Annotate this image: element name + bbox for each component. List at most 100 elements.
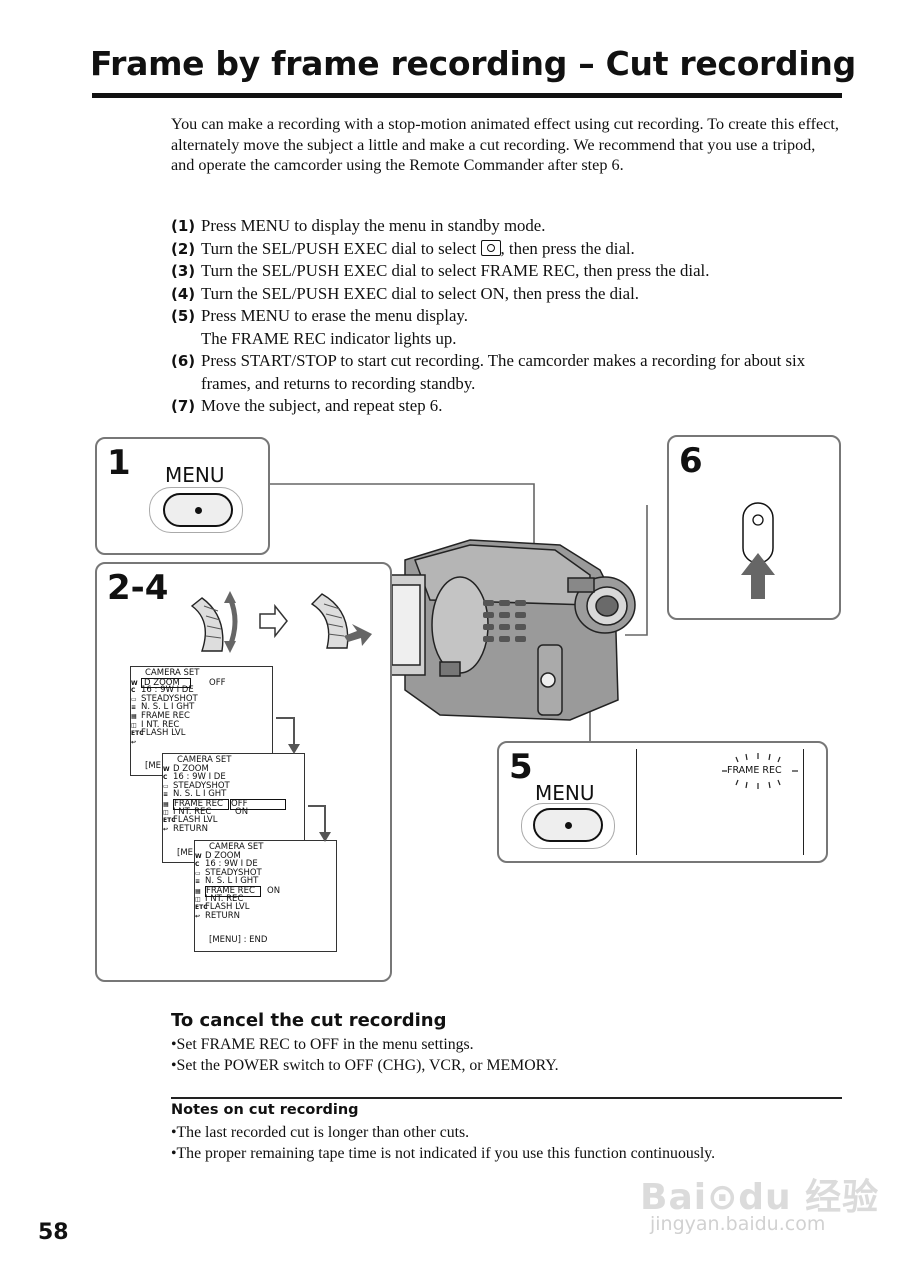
menu-item: N. S. L I GHT <box>173 789 227 800</box>
tape-icon: ▭ <box>195 869 201 877</box>
camera-icon: C <box>163 774 168 782</box>
step-number: (3) <box>171 262 196 280</box>
menu-row: ETCFLASH LVL <box>131 729 272 738</box>
watermark-logo: Bai⊙du 经验 <box>640 1177 880 1218</box>
frame-rec-label: FRAME REC <box>727 765 782 776</box>
menu-option: ON <box>235 806 249 817</box>
menu-row: C 16 : 9W I DE <box>163 773 304 782</box>
return-icon: ↩ <box>195 912 201 920</box>
page-number: 58 <box>38 1220 69 1245</box>
w-icon: W <box>163 765 170 773</box>
briefcase-icon: ◫ <box>163 808 169 816</box>
menu-item: FRAME REC <box>173 798 229 810</box>
page-title: Frame by frame recording – Cut recording <box>90 44 856 83</box>
frame-rec-indicator: FRAME REC <box>727 765 782 776</box>
menu-item: 16 : 9W I DE <box>205 859 258 870</box>
blink-rays-icon <box>722 753 798 789</box>
settings-icon: ≡ <box>131 704 137 712</box>
menu-item: FLASH LVL <box>141 728 186 739</box>
step-5: (5)Press MENU to erase the menu display.… <box>171 305 851 350</box>
menu-item: 16 : 9W I DE <box>173 772 226 783</box>
menu-item: STEADYSHOT <box>173 780 230 791</box>
notes-bullets: •The last recorded cut is longer than ot… <box>171 1122 851 1164</box>
menu-row: ≡N. S. L I GHT <box>195 877 336 886</box>
menu-item: FLASH LVL <box>205 902 250 913</box>
menu-row: ▭ STEADYSHOT <box>131 693 272 704</box>
settings-icon: ≡ <box>163 791 169 799</box>
step-arrows <box>276 717 331 842</box>
panel-step-5: 5 MENU FRAME REC <box>497 741 828 863</box>
menu-button-housing <box>149 487 243 533</box>
menu-item: FRAME REC <box>205 885 261 897</box>
step-1: (1) Press MENU to display the menu in sta… <box>171 215 851 238</box>
return-icon: ↩ <box>163 825 169 833</box>
menu-row: ETCFLASH LVL <box>163 816 304 825</box>
watermark-url: jingyan.baidu.com <box>650 1213 826 1235</box>
menu-item: D ZOOM <box>173 763 209 774</box>
tape-icon: ▭ <box>131 695 137 703</box>
menu-row: C 16 : 9W I DE <box>195 860 336 869</box>
grid-icon: ▦ <box>195 887 201 895</box>
step-text: Press MENU to display the menu in standb… <box>201 216 546 235</box>
step-text-2: The FRAME REC indicator lights up. <box>201 328 457 348</box>
step-4: (4)Turn the SEL/PUSH EXEC dial to select… <box>171 283 851 306</box>
panel-step-1: 1 MENU <box>95 437 270 555</box>
menu-item: RETURN <box>205 910 240 921</box>
menu-row: ▭ STEADYSHOT <box>163 780 304 791</box>
menu-row: ↩ <box>131 738 272 747</box>
step-text: Turn the SEL/PUSH EXEC dial to select FR… <box>201 261 710 280</box>
step-number: (5) <box>171 307 196 325</box>
menu-item: N. S. L I GHT <box>141 702 195 713</box>
step-text: , then press the dial. <box>500 238 635 258</box>
menu-item: STEADYSHOT <box>205 867 262 878</box>
step-number: (7) <box>171 397 196 415</box>
menu-item: 16 : 9W I DE <box>141 685 194 696</box>
step-number: (4) <box>171 284 196 303</box>
menu-button[interactable] <box>533 808 603 842</box>
w-icon: W <box>131 679 138 687</box>
bullet-item: •The proper remaining tape time is not i… <box>171 1145 716 1162</box>
menu-header: CAMERA SET <box>209 842 264 852</box>
camera-icon: C <box>131 687 136 695</box>
step-number: (1) <box>171 217 196 235</box>
viewfinder-screen: FRAME REC <box>636 749 804 855</box>
menu-button[interactable] <box>163 493 233 527</box>
w-icon: W <box>195 852 202 860</box>
menu-item: D ZOOM <box>141 677 191 689</box>
title-rule <box>92 93 842 98</box>
camcorder-illustration <box>384 539 636 721</box>
notes-heading: Notes on cut recording <box>171 1102 359 1118</box>
menu-item: STEADYSHOT <box>141 693 198 704</box>
tape-icon: ▭ <box>163 782 169 790</box>
step-text: Turn the SEL/PUSH EXEC dial to select <box>201 238 481 258</box>
menu-row: C 16 : 9W I DE <box>131 686 272 695</box>
step-7: (7) Move the subject, and repeat step 6. <box>171 395 851 418</box>
steps-list: (1) Press MENU to display the menu in sta… <box>171 215 851 418</box>
etc-icon: ETC <box>131 730 144 738</box>
etc-icon: ETC <box>163 817 176 825</box>
intro-paragraph: You can make a recording with a stop-mot… <box>171 115 839 174</box>
menu-header: CAMERA SET <box>177 755 232 765</box>
menu-row: ETCFLASH LVL <box>195 903 336 912</box>
menu-row: ◫I NT. REC <box>195 894 336 904</box>
menu-footer: [ME <box>177 848 194 859</box>
panel-number: 1 <box>107 443 131 483</box>
return-icon: ↩ <box>131 738 137 746</box>
menu-label: MENU <box>165 463 225 487</box>
panel-number: 6 <box>679 441 703 481</box>
menu-item: I NT. REC <box>173 806 212 817</box>
menu-row: ↩RETURN <box>163 824 304 834</box>
camera-icon: C <box>195 861 200 869</box>
menu-row: ▦FRAME REC <box>131 712 272 721</box>
briefcase-icon: ◫ <box>195 895 201 903</box>
step-number: (2) <box>171 239 196 258</box>
menu-item: FLASH LVL <box>173 815 218 826</box>
step-6: (6)Press START/STOP to start cut recordi… <box>171 350 851 395</box>
step-text: Move the subject, and repeat step 6. <box>201 396 443 415</box>
start-stop-button-icon[interactable] <box>729 497 779 607</box>
bullet-item: •The last recorded cut is longer than ot… <box>171 1124 470 1141</box>
